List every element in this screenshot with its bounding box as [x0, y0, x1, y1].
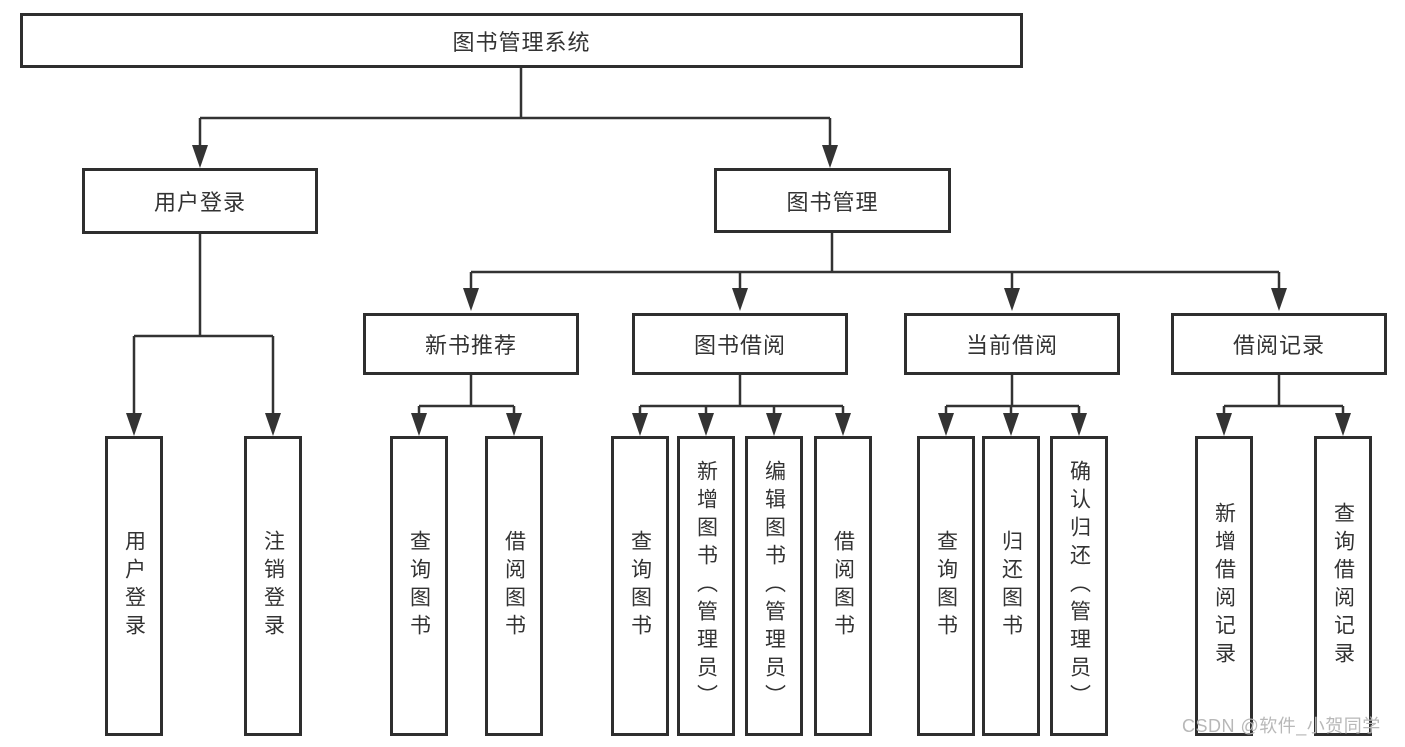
node-new-book-recommend: 新书推荐 [363, 313, 579, 375]
node-new-book-recommend-label: 新书推荐 [424, 333, 517, 358]
arrowhead [1216, 413, 1232, 436]
arrowhead [766, 413, 782, 436]
leaf-recommend-borrow-books: 借阅图书 [485, 436, 543, 736]
leaf-records-add-borrow-record: 新增借阅记录 [1195, 436, 1253, 736]
leaf-current-query-books: 查询图书 [917, 436, 975, 736]
leaf-label: 新增借阅记录 [1212, 502, 1236, 670]
node-borrow-records-label: 借阅记录 [1232, 333, 1325, 358]
node-current-borrow: 当前借阅 [904, 313, 1120, 375]
node-user-login-label: 用户登录 [153, 190, 246, 215]
arrowheads-book-borrow-children [632, 413, 851, 436]
connector-user-login-children [132, 234, 275, 420]
arrowheads-borrow-records-children [1216, 413, 1351, 436]
connector-root-to-level2 [198, 68, 832, 150]
node-user-login: 用户登录 [82, 168, 318, 234]
arrowhead [506, 413, 522, 436]
node-book-borrow-label: 图书借阅 [693, 333, 786, 358]
arrowhead [822, 145, 838, 168]
arrowhead [732, 288, 748, 311]
arrowheads-level3 [463, 288, 1287, 311]
leaf-recommend-query-books: 查询图书 [390, 436, 448, 736]
node-book-management-label: 图书管理 [786, 189, 879, 215]
arrowhead [1335, 413, 1351, 436]
node-root: 图书管理系统 [20, 13, 1023, 68]
connector-book-borrow-children [638, 375, 845, 420]
csdn-watermark: CSDN @软件_小贺同学 [1182, 716, 1381, 736]
connector-book-management-children [469, 233, 1281, 294]
arrowhead [1004, 288, 1020, 311]
arrowhead [1271, 288, 1287, 311]
leaf-label: 用户登录 [122, 530, 146, 642]
leaf-label: 查询借阅记录 [1331, 502, 1355, 670]
leaf-label: 借阅图书 [502, 530, 526, 642]
connector-new-book-recommend-children [417, 375, 516, 420]
leaf-label: 查询图书 [628, 530, 652, 642]
leaf-borrow-borrow-books: 借阅图书 [814, 436, 872, 736]
leaf-label: 归还图书 [999, 530, 1023, 642]
arrowhead [192, 145, 208, 168]
leaf-label: 新增图书（管理员） [694, 460, 718, 712]
arrowhead [411, 413, 427, 436]
leaf-records-query-borrow-record: 查询借阅记录 [1314, 436, 1372, 736]
leaf-borrow-add-books-admin: 新增图书（管理员） [677, 436, 735, 736]
arrowheads-user-login-children [126, 413, 281, 436]
leaf-label: 编辑图书（管理员） [762, 460, 786, 712]
node-current-borrow-label: 当前借阅 [965, 333, 1058, 358]
leaf-label: 查询图书 [934, 530, 958, 642]
arrowheads-current-borrow-children [938, 413, 1087, 436]
arrowheads-level2 [192, 145, 838, 168]
leaf-login-logout: 注销登录 [244, 436, 302, 736]
arrowhead [126, 413, 142, 436]
leaf-label: 确认归还（管理员） [1067, 460, 1091, 712]
connector-borrow-records-children [1222, 375, 1345, 420]
node-book-borrow: 图书借阅 [632, 313, 848, 375]
leaf-borrow-edit-books-admin: 编辑图书（管理员） [745, 436, 803, 736]
arrowhead [835, 413, 851, 436]
leaf-label: 注销登录 [261, 530, 285, 642]
node-root-label: 图书管理系统 [452, 29, 591, 55]
arrowhead [463, 288, 479, 311]
arrowhead [632, 413, 648, 436]
node-borrow-records: 借阅记录 [1171, 313, 1387, 375]
arrowhead [698, 413, 714, 436]
node-book-management: 图书管理 [714, 168, 951, 233]
arrowhead [938, 413, 954, 436]
leaf-label: 查询图书 [407, 530, 431, 642]
arrowhead [265, 413, 281, 436]
leaf-borrow-query-books: 查询图书 [611, 436, 669, 736]
arrowhead [1071, 413, 1087, 436]
arrowheads-new-book-recommend-children [411, 413, 522, 436]
leaf-current-confirm-return-admin: 确认归还（管理员） [1050, 436, 1108, 736]
leaf-label: 借阅图书 [831, 530, 855, 642]
leaf-login-user-login: 用户登录 [105, 436, 163, 736]
arrowhead [1003, 413, 1019, 436]
leaf-current-return-books: 归还图书 [982, 436, 1040, 736]
